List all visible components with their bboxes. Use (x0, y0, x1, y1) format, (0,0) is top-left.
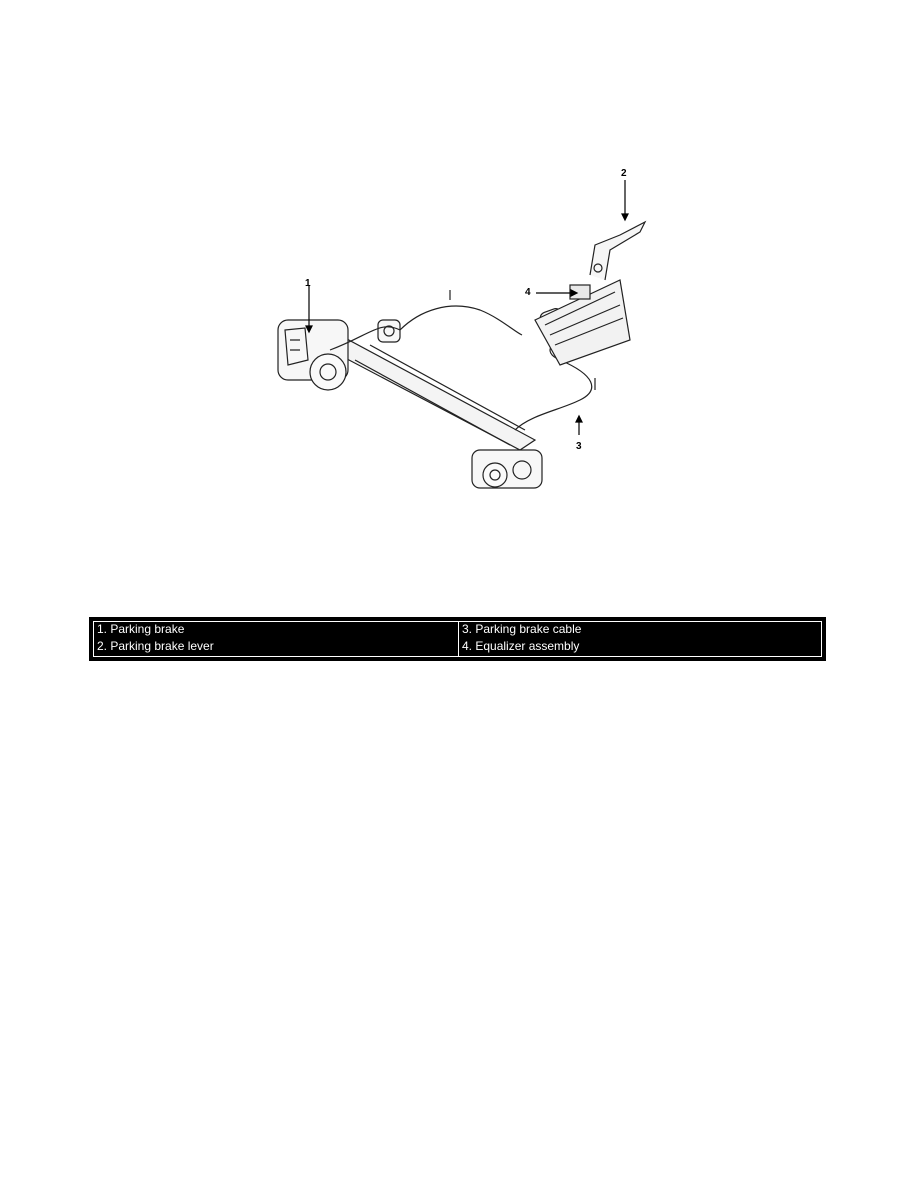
legend-cell: 2. Parking brake lever (97, 639, 214, 653)
callout-1-label: 1 (305, 278, 311, 289)
callout-4-label: 4 (525, 287, 531, 298)
right-cable (514, 345, 593, 431)
legend-table: 1. Parking brake 3. Parking brake cable … (89, 617, 826, 661)
legend-grid: 1. Parking brake 3. Parking brake cable … (93, 621, 822, 657)
legend-cell: 1. Parking brake (97, 622, 185, 636)
parking-brake-illustration (277, 180, 647, 489)
left-brake-assembly (277, 319, 401, 391)
legend-cell: 3. Parking brake cable (458, 622, 821, 639)
callout-2-label: 2 (621, 168, 627, 179)
left-cable (399, 305, 523, 336)
axle-beam (328, 337, 537, 451)
callout-3-label: 3 (576, 441, 582, 452)
parking-brake-diagram: 1 2 3 4 (260, 160, 660, 510)
legend-cell: 4. Equalizer assembly (458, 639, 821, 656)
lever-assembly (534, 220, 647, 366)
